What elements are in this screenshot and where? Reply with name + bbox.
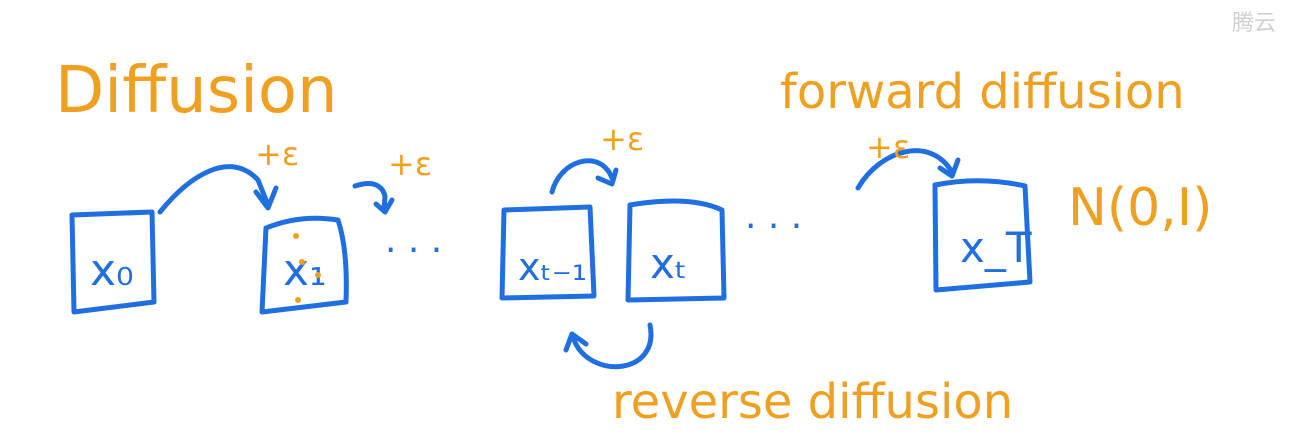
arrowhead-icon [253, 185, 279, 211]
node-label-xt: xₜ [650, 239, 687, 288]
node-label-xt-1: xₜ₋₁ [518, 245, 587, 289]
noise-label: +ε [600, 120, 644, 158]
node-label-x0: x₀ [90, 245, 134, 296]
forward-diffusion-label: forward diffusion [780, 64, 1185, 120]
node-box-x1 [259, 215, 349, 315]
ellipsis-left: · · · [385, 230, 442, 271]
noise-label: +ε [388, 145, 432, 183]
noise-label: +ε [255, 135, 299, 173]
arrowhead-icon [595, 167, 619, 187]
arrowhead-icon [373, 197, 395, 215]
noise-dot [295, 297, 301, 303]
forward-arrow-to-xT [855, 148, 955, 191]
forward-arrow-xt-1-xt [549, 158, 615, 195]
node-box-x0 [69, 209, 157, 315]
watermark: 腾云 [1232, 11, 1276, 36]
node-box-xT [932, 178, 1033, 293]
arrowhead-icon [937, 157, 961, 179]
node-box-xt [625, 198, 727, 303]
reverse-arrow [571, 322, 654, 370]
node-label-xT: x_T [960, 223, 1032, 272]
arrowhead-icon [563, 331, 589, 353]
diagram-title: Diffusion [55, 54, 338, 128]
prior-label: N(0,I) [1068, 178, 1212, 238]
reverse-diffusion-label: reverse diffusion [612, 374, 1013, 430]
noise-dot [315, 272, 321, 278]
ellipsis-right: · · · [745, 206, 802, 247]
node-box-xt-1 [499, 204, 597, 301]
noise-label: +ε [866, 128, 910, 166]
noise-dot [293, 233, 299, 239]
node-label-x1: x₁ [283, 245, 327, 296]
forward-arrow-x1-next [352, 181, 388, 213]
forward-arrow-x0-x1 [157, 164, 271, 215]
noise-dot [299, 259, 305, 265]
